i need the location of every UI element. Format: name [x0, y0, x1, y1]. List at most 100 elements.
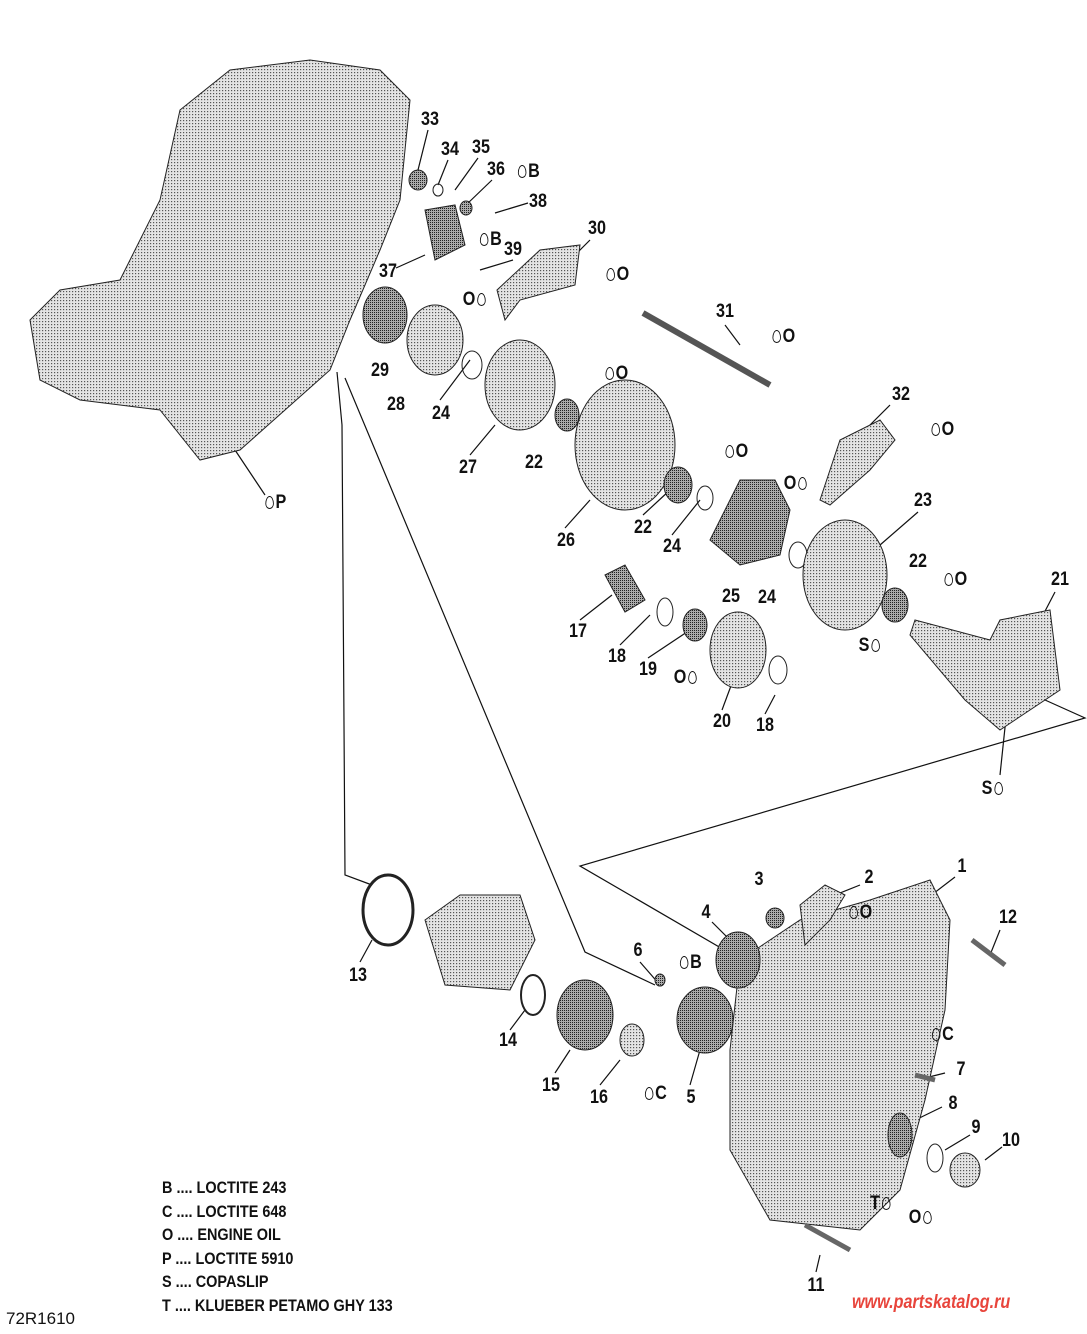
lubricant-mark-o: O	[848, 902, 872, 924]
callout-5: 5	[686, 1087, 696, 1108]
drop-icon	[605, 367, 614, 380]
callout-22: 22	[525, 452, 543, 473]
drop-icon	[772, 330, 781, 343]
lubricant-code: O	[782, 326, 796, 347]
callout-13: 13	[349, 965, 367, 986]
lubricant-mark-b: B	[478, 229, 502, 251]
callout-24: 24	[663, 536, 681, 557]
drop-icon	[849, 906, 858, 919]
lubricant-mark-p: P	[264, 492, 287, 514]
legend-item-s: S .... COPASLIP	[162, 1272, 269, 1291]
legend-item-p: P .... LOCTITE 5910	[162, 1248, 294, 1268]
lubricant-mark-s: S	[982, 778, 1005, 800]
lubricant-code: B	[528, 161, 540, 182]
callout-14: 14	[499, 1030, 517, 1051]
drop-icon	[798, 477, 807, 490]
lubricant-mark-o: O	[604, 363, 628, 385]
drop-icon	[994, 782, 1003, 795]
drop-icon	[479, 233, 489, 246]
drop-icon	[881, 1197, 891, 1210]
lubricant-code: O	[859, 902, 873, 923]
callout-6: 6	[633, 940, 643, 961]
legend-item-c: C .... LOCTITE 648	[162, 1201, 287, 1221]
callout-11: 11	[807, 1275, 825, 1296]
callout-39: 39	[504, 239, 522, 260]
callout-15: 15	[542, 1075, 560, 1096]
lubricant-code: O	[908, 1207, 922, 1228]
callout-31: 31	[716, 301, 734, 322]
callout-7: 7	[956, 1059, 966, 1080]
callout-32: 32	[892, 384, 910, 405]
callout-10: 10	[1002, 1130, 1020, 1151]
lubricant-code: O	[616, 264, 630, 285]
drop-icon	[944, 573, 953, 586]
lubricant-code: O	[735, 441, 749, 462]
callout-27: 27	[459, 457, 477, 478]
lubricant-mark-o: O	[674, 667, 698, 689]
callout-1: 1	[957, 856, 967, 877]
lubricant-mark-o: O	[784, 473, 808, 495]
lubricant-mark-o: O	[724, 441, 748, 463]
drop-icon	[679, 956, 689, 969]
lubricant-code: S	[981, 778, 993, 799]
leader-lines	[234, 129, 1087, 1273]
drop-icon	[606, 268, 615, 281]
callout-29: 29	[371, 360, 389, 381]
callout-21: 21	[1051, 569, 1069, 590]
lubricant-mark-o: O	[930, 419, 954, 441]
drop-icon	[265, 496, 274, 509]
lubricant-code: P	[275, 492, 287, 513]
lubricant-mark-b: B	[678, 952, 702, 974]
lubricant-code: C	[942, 1024, 954, 1045]
drop-icon	[931, 423, 940, 436]
legend-item-t: T .... KLUEBER PETAMO GHY 133	[162, 1295, 393, 1315]
legend-item-b: B .... LOCTITE 243	[162, 1178, 287, 1197]
callout-33: 33	[421, 109, 439, 130]
figure-code: 72R1610	[6, 1309, 76, 1328]
callout-23: 23	[914, 490, 932, 511]
callout-24: 24	[758, 587, 776, 608]
callout-26: 26	[557, 530, 575, 551]
callout-3: 3	[754, 869, 764, 890]
lubricant-code: T	[870, 1193, 880, 1214]
callout-9: 9	[971, 1117, 981, 1138]
callout-12: 12	[999, 907, 1017, 928]
drop-icon	[517, 165, 527, 178]
parts-shapes	[29, 59, 1061, 1253]
callout-18: 18	[608, 646, 626, 667]
lubricant-mark-c: C	[930, 1024, 954, 1046]
legend-item-o: O .... ENGINE OIL	[162, 1225, 281, 1244]
lubricant-code: O	[673, 667, 687, 688]
lubricant-mark-s: S	[859, 635, 882, 657]
callout-30: 30	[588, 218, 606, 239]
lubricant-mark-o: O	[605, 264, 629, 286]
lubricant-code: O	[615, 363, 629, 384]
lubricant-mark-o: O	[943, 569, 967, 591]
callout-25: 25	[722, 586, 740, 607]
lubricant-code: O	[954, 569, 968, 590]
lubricant-code: O	[941, 419, 955, 440]
drop-icon	[725, 445, 734, 458]
callout-16: 16	[590, 1087, 608, 1108]
callout-18: 18	[756, 715, 774, 736]
watermark: www.partskatalog.ru	[852, 1292, 1011, 1313]
callout-35: 35	[472, 137, 490, 158]
lubricant-mark-t: T	[870, 1193, 892, 1215]
lubricant-code: O	[462, 289, 476, 310]
lubricant-code: B	[490, 229, 502, 250]
drop-icon	[871, 639, 880, 652]
callout-19: 19	[639, 659, 657, 680]
drop-icon	[477, 293, 486, 306]
callout-36: 36	[487, 159, 505, 180]
lubricant-mark-b: B	[516, 161, 540, 183]
lubricant-code: C	[655, 1083, 667, 1104]
lubricant-code: O	[783, 473, 797, 494]
callout-4: 4	[701, 902, 711, 923]
callout-28: 28	[387, 394, 405, 415]
callout-38: 38	[529, 191, 547, 212]
callout-34: 34	[441, 139, 459, 160]
drop-icon	[644, 1087, 654, 1100]
callout-17: 17	[569, 621, 587, 642]
drop-icon	[923, 1211, 932, 1224]
